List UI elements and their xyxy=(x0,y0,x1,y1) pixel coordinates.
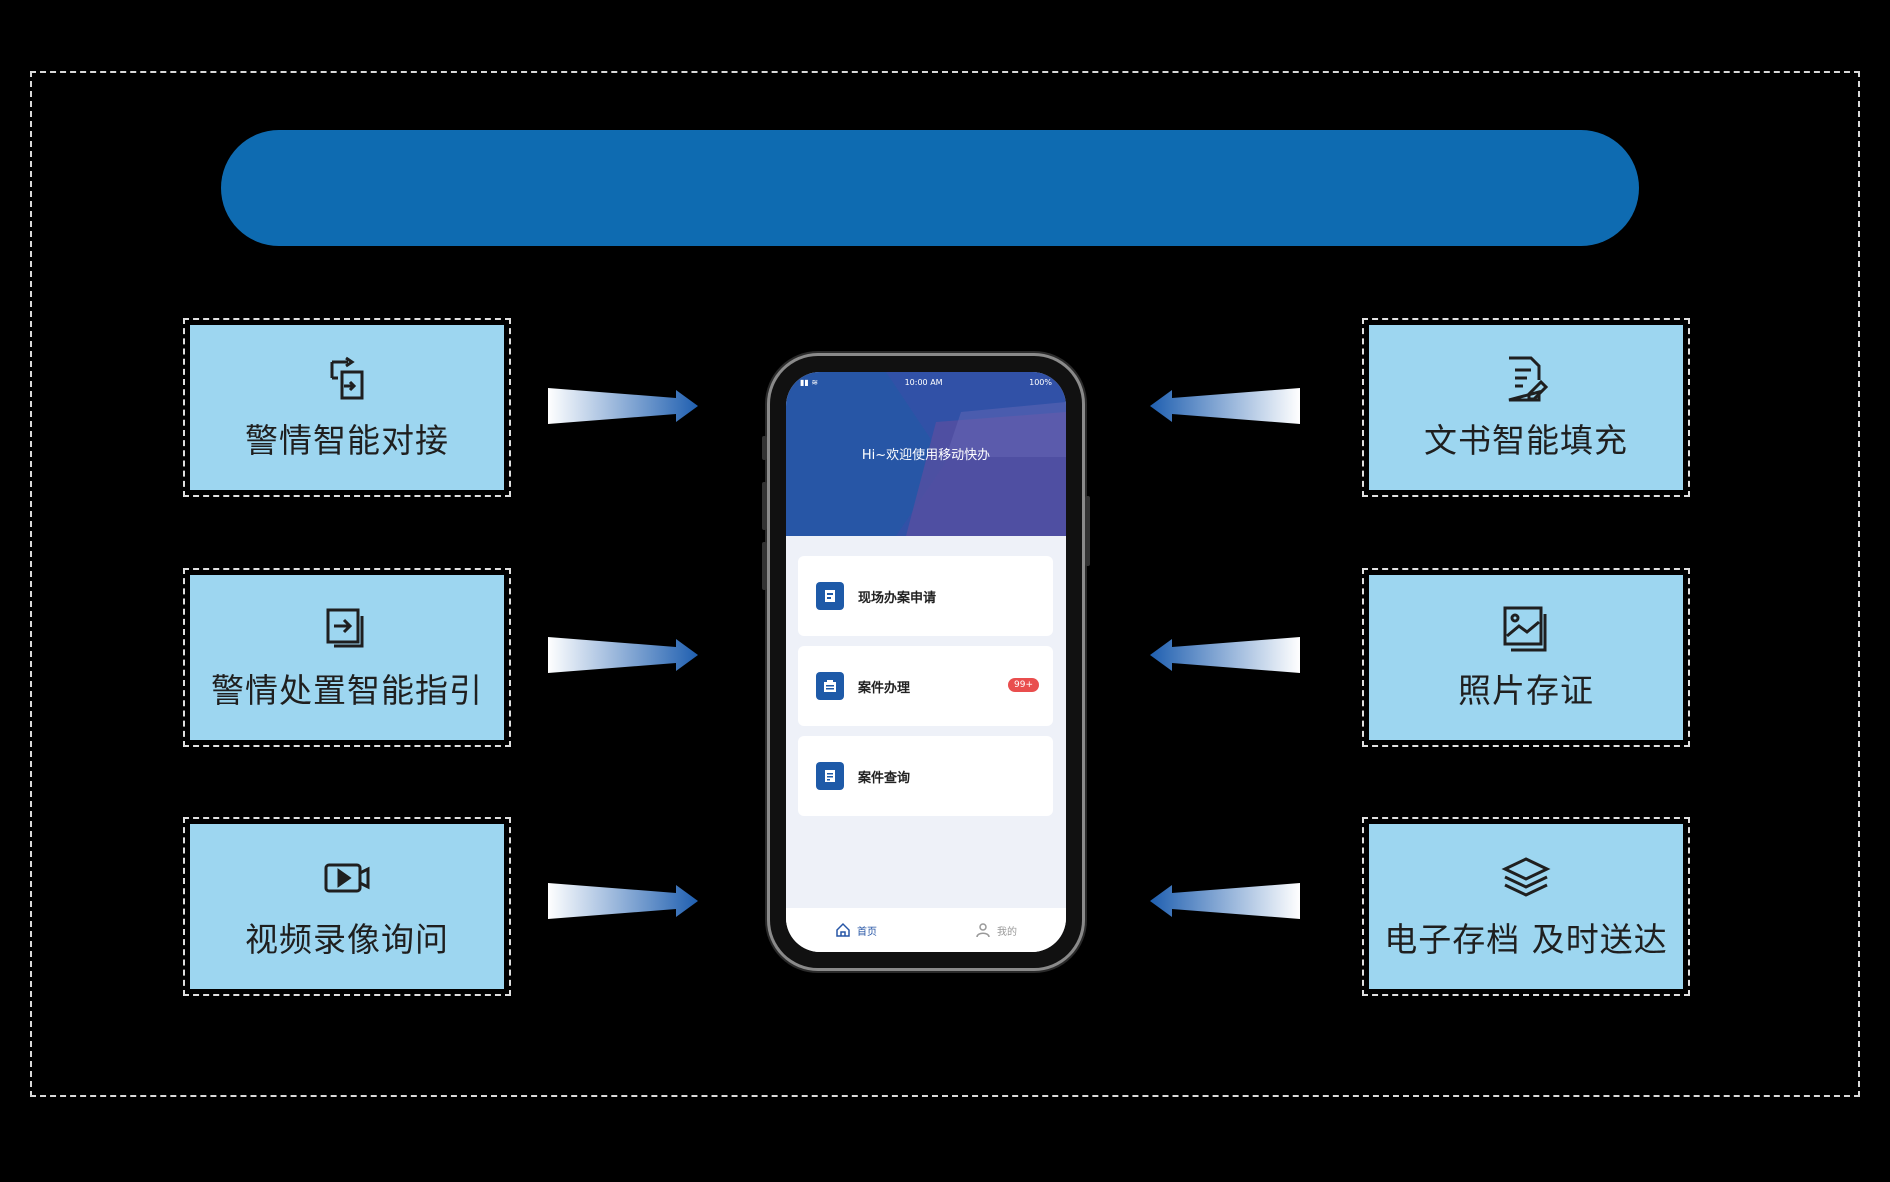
feature-box-police-docking: 警情智能对接 xyxy=(183,318,511,497)
welcome-greeting: Hi~欢迎使用移动快办 xyxy=(861,448,991,463)
feature-label: 视频录像询问 xyxy=(245,919,449,959)
feature-box-document-fill: 文书智能填充 xyxy=(1362,318,1690,497)
image-gallery-icon xyxy=(1503,606,1547,651)
power-button xyxy=(1085,496,1090,566)
arrow-right-2 xyxy=(548,637,698,673)
status-battery: 100% xyxy=(1029,378,1052,387)
count-badge: 99+ xyxy=(1008,678,1039,692)
tab-label: 首页 xyxy=(857,926,877,938)
volume-down-button xyxy=(762,542,767,590)
outer-dashed-frame xyxy=(30,71,1860,1097)
card-label: 案件查询 xyxy=(858,770,911,786)
bottom-tab-bar: 首页 我的 xyxy=(786,908,1066,952)
tab-label: 我的 xyxy=(997,926,1017,938)
form-icon xyxy=(816,582,844,610)
arrow-right-3 xyxy=(548,883,698,919)
feature-label: 电子存档 及时送达 xyxy=(1384,919,1668,959)
home-icon xyxy=(836,922,850,937)
feature-label: 警情智能对接 xyxy=(245,420,449,460)
case-icon xyxy=(816,672,844,700)
layers-icon xyxy=(1501,856,1551,897)
title-banner xyxy=(221,130,1639,246)
card-label: 案件办理 xyxy=(858,680,911,696)
feature-box-disposal-guide: 警情处置智能指引 xyxy=(183,568,511,747)
phone-screen: ▮▮ ≋ 10:00 AM 100% Hi~欢迎使用移动快办 现场办案申请 案件… xyxy=(786,372,1066,952)
video-camera-icon xyxy=(324,863,370,892)
arrow-left-1 xyxy=(1150,388,1300,424)
card-label: 现场办案申请 xyxy=(858,590,937,606)
feature-label: 文书智能填充 xyxy=(1424,420,1628,460)
user-icon xyxy=(976,923,990,938)
signal-wifi-icon: ▮▮ ≋ xyxy=(800,378,819,387)
status-bar: ▮▮ ≋ 10:00 AM 100% xyxy=(786,378,1066,392)
feature-box-e-archive: 电子存档 及时送达 xyxy=(1362,817,1690,996)
import-transfer-icon xyxy=(330,356,364,399)
document-edit-icon xyxy=(1508,356,1549,401)
volume-up-button xyxy=(762,482,767,530)
feature-label: 警情处置智能指引 xyxy=(211,670,483,710)
login-arrow-icon xyxy=(326,608,364,647)
phone-mockup: ▮▮ ≋ 10:00 AM 100% Hi~欢迎使用移动快办 现场办案申请 案件… xyxy=(762,356,1090,968)
app-header: ▮▮ ≋ 10:00 AM 100% Hi~欢迎使用移动快办 xyxy=(786,372,1066,536)
card-case-handling[interactable]: 案件办理 99+ xyxy=(798,646,1053,726)
arrow-right-1 xyxy=(548,388,698,424)
mute-switch xyxy=(762,436,767,460)
feature-box-photo-evidence: 照片存证 xyxy=(1362,568,1690,747)
arrow-left-3 xyxy=(1150,883,1300,919)
card-onsite-application[interactable]: 现场办案申请 xyxy=(798,556,1053,636)
arrow-left-2 xyxy=(1150,637,1300,673)
header-decoration xyxy=(886,372,1066,536)
tab-mine[interactable]: 我的 xyxy=(975,922,1017,938)
search-doc-icon xyxy=(816,762,844,790)
tab-home[interactable]: 首页 xyxy=(835,922,877,938)
feature-label: 照片存证 xyxy=(1458,670,1594,710)
status-time: 10:00 AM xyxy=(904,378,943,387)
card-case-query[interactable]: 案件查询 xyxy=(798,736,1053,816)
feature-box-video-inquiry: 视频录像询问 xyxy=(183,817,511,996)
